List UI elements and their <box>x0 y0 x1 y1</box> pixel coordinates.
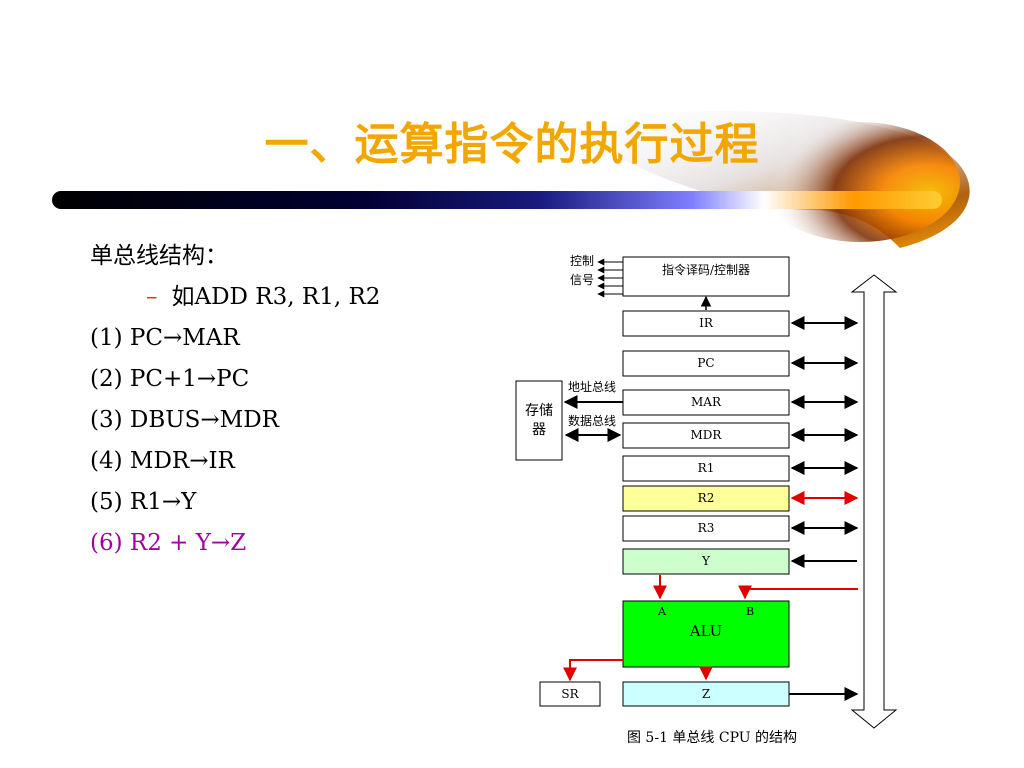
register-box-mdr <box>622 422 790 449</box>
slide-title: 一、运算指令的执行过程 <box>264 119 760 170</box>
example-text: 如ADD R3, R1, R2 <box>171 284 381 310</box>
alu-input-b-label: B <box>746 605 754 618</box>
alu-to-sr-arrow <box>563 659 623 682</box>
bullet-example: –如ADD R3, R1, R2 <box>90 277 380 318</box>
register-box-r3 <box>622 515 790 542</box>
step-6: (6) R2 + Y→Z <box>90 530 247 556</box>
register-label-r2: R2 <box>698 491 715 505</box>
step-1: (1) PC→MAR <box>90 325 240 351</box>
register-box-y <box>622 548 790 575</box>
control-signal-label-line1: 控制 <box>570 254 594 268</box>
alu-box <box>622 600 790 668</box>
register-label-r1: R1 <box>698 461 715 475</box>
z-box <box>622 681 790 707</box>
register-box-ir <box>622 310 790 337</box>
step-4: (4) MDR→IR <box>90 448 235 474</box>
sr-label: SR <box>561 687 579 701</box>
decoder-box <box>622 256 790 297</box>
register-label-ir: IR <box>699 316 714 330</box>
step-5: (5) R1→Y <box>90 489 197 515</box>
system-bus-arrow <box>850 274 898 729</box>
register-label-mar: MAR <box>691 395 722 409</box>
dash-icon: – <box>146 284 158 310</box>
figure-caption: 图 5-1 单总线 CPU 的结构 <box>626 730 798 746</box>
decoder-label: 指令译码/控制器 <box>662 262 750 277</box>
register-label-r3: R3 <box>698 521 715 535</box>
address-bus-label: 地址总线 <box>568 380 616 394</box>
bullet-list: 单总线结构： –如ADD R3, R1, R2 (1) PC→MAR (2) P… <box>90 236 380 564</box>
z-label: Z <box>702 687 710 701</box>
control-signal-arrows <box>597 258 623 298</box>
register-label-pc: PC <box>697 356 714 370</box>
register-box-pc <box>622 350 790 377</box>
memory-label-line1: 存储 <box>525 403 553 419</box>
step-3: (3) DBUS→MDR <box>90 407 279 433</box>
memory-box <box>515 380 563 461</box>
step-2: (2) PC+1→PC <box>90 366 250 392</box>
alu-input-a-label: A <box>657 605 667 618</box>
data-bus-label: 数据总线 <box>568 413 616 428</box>
register-box-r1 <box>622 455 790 482</box>
register-label-mdr: MDR <box>691 428 723 442</box>
sr-box <box>539 681 601 707</box>
control-signal-label-line2: 信号 <box>570 273 594 287</box>
bus-to-alu-b-arrow <box>738 585 858 600</box>
register-label-y: Y <box>701 554 711 568</box>
bullet-heading: 单总线结构： <box>90 243 228 269</box>
memory-label-line2: 器 <box>532 422 546 438</box>
register-box-r2 <box>622 485 790 512</box>
alu-label: ALU <box>689 622 723 640</box>
